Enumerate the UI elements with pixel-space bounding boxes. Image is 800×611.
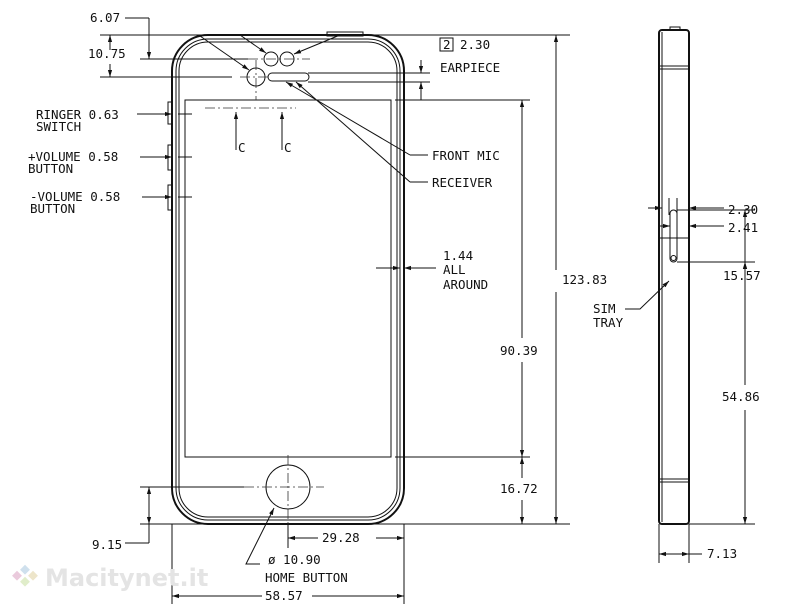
half-width: 29.28 [322, 530, 360, 545]
earpiece-box-number: 2 [443, 37, 451, 52]
dim-camera-offset: 6.07 [90, 10, 120, 25]
earpiece-box [439, 37, 454, 52]
width-total: 58.57 [265, 588, 303, 603]
bottom-to-screen: 16.72 [500, 481, 538, 496]
section-mark: C [284, 140, 292, 155]
screen-height: 90.39 [500, 343, 538, 358]
sleep-button [326, 31, 364, 37]
bottom-to-home: 9.15 [92, 537, 122, 552]
side-view: 2.30 2.41 15.57 SIM TRAY 54.86 7.13 [593, 26, 761, 563]
sim-tray [669, 209, 678, 263]
earpiece-label: EARPIECE [440, 60, 500, 75]
bezel-label-3: AROUND [443, 277, 488, 292]
watermark: Macitynet.it [12, 564, 208, 592]
volume-up-label: +VOLUME 0.58 [28, 149, 118, 164]
sim-label: SIM [593, 301, 616, 316]
receiver-label: RECEIVER [432, 175, 493, 190]
front-mic-hole [263, 51, 279, 67]
section-mark: C [238, 140, 246, 155]
sim-length: 15.57 [723, 268, 761, 283]
home-diameter: ø 10.90 [268, 552, 321, 567]
side-outline [658, 29, 690, 525]
bezel-value: 1.44 [443, 248, 473, 263]
sim-label-2: TRAY [593, 315, 624, 330]
dim-top-to-camera: 10.75 [88, 46, 126, 61]
height-total: 123.83 [562, 272, 607, 287]
volume-up-label-2: BUTTON [28, 161, 73, 176]
thickness: 7.13 [707, 546, 737, 561]
earpiece-value: 2.30 [460, 37, 490, 52]
front-mic-label: FRONT MIC [432, 148, 500, 163]
volume-down-label: -VOLUME 0.58 [30, 189, 120, 204]
receiver-slot [267, 72, 310, 82]
bezel-label-2: ALL [443, 262, 466, 277]
front-view: C C [28, 10, 607, 604]
side-dim-b: 2.41 [728, 220, 758, 235]
watermark-logo-icon [12, 564, 38, 587]
side-dim-a: 2.30 [728, 202, 758, 217]
sim-to-bottom: 54.86 [722, 389, 760, 404]
watermark-text: Macitynet.it [45, 564, 208, 592]
volume-down-label-2: BUTTON [30, 201, 75, 216]
ringer-label: RINGER 0.63 [36, 107, 119, 122]
ringer-label-2: SWITCH [36, 119, 81, 134]
home-label: HOME BUTTON [265, 570, 348, 585]
